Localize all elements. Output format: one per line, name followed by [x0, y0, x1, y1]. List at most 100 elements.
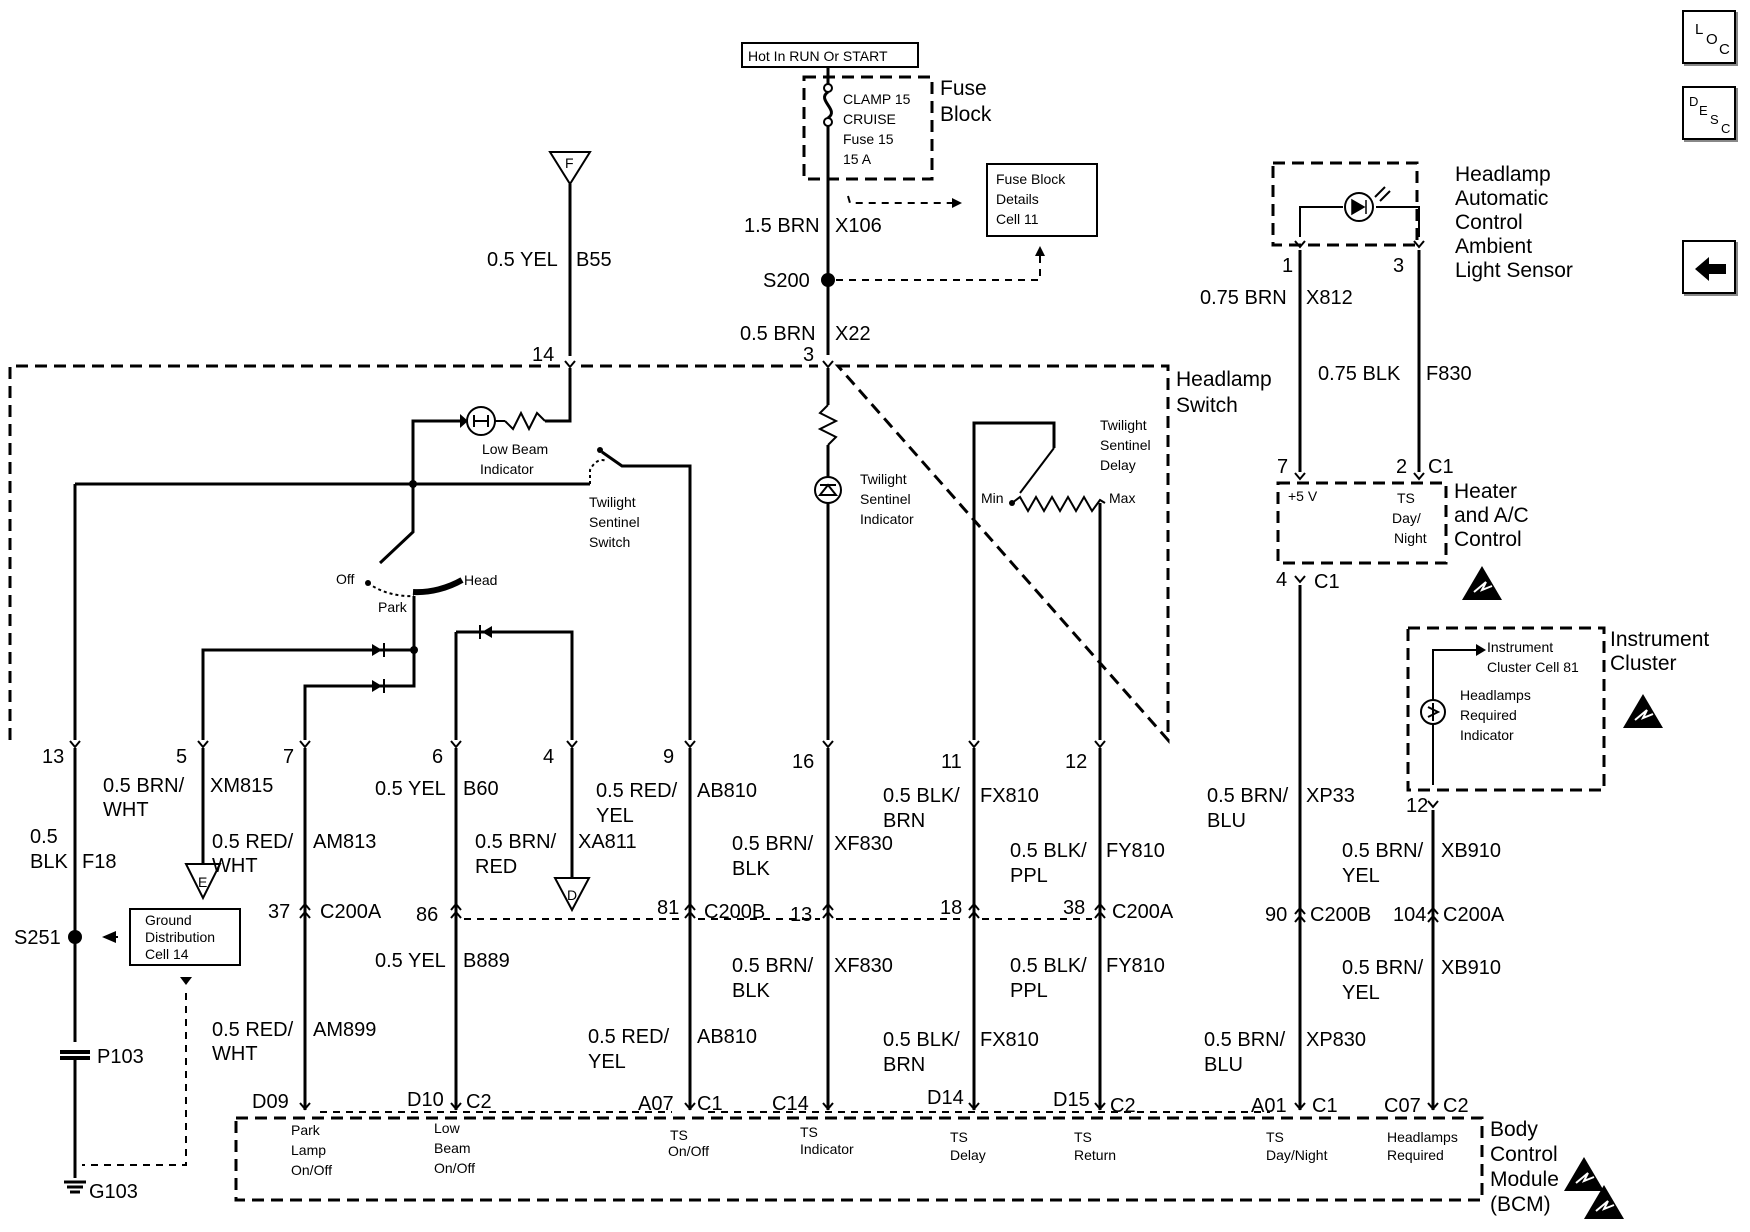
svg-text:Cluster: Cluster: [1610, 652, 1677, 675]
svg-text:WHT: WHT: [212, 855, 258, 877]
bcm-function-labels: Park Lamp On/Off Low Beam On/Off TS On/O…: [291, 1120, 1458, 1178]
wire-f830: 0.75 BLK F830: [1318, 363, 1472, 385]
twilight-sentinel-switch: Twilight Sentinel Switch: [589, 447, 692, 740]
svg-text:BLK: BLK: [732, 858, 770, 880]
wire-xf830: 0.5 BRN/ BLK XF830 0.5 BRN/ BLK XF830: [732, 748, 893, 1110]
ground-f: F: [548, 151, 592, 356]
svg-text:C2: C2: [466, 1091, 492, 1113]
svg-text:TS: TS: [950, 1129, 968, 1145]
svg-text:XB910: XB910: [1441, 957, 1501, 979]
svg-text:0.5 BLK/: 0.5 BLK/: [883, 1029, 960, 1051]
svg-text:13: 13: [790, 904, 812, 926]
low-beam-indicator: Low Beam Indicator: [411, 368, 572, 486]
svg-text:0.5 BRN: 0.5 BRN: [740, 323, 816, 345]
svg-text:Light Sensor: Light Sensor: [1455, 259, 1573, 282]
svg-text:Head: Head: [464, 572, 497, 588]
svg-text:Hot In RUN Or START: Hot In RUN Or START: [748, 48, 888, 64]
svg-text:Lamp: Lamp: [291, 1142, 326, 1158]
loc-button[interactable]: L O C: [1682, 10, 1736, 64]
svg-text:0.5: 0.5: [30, 826, 58, 848]
svg-text:Max: Max: [1109, 490, 1135, 506]
svg-text:0.5 BLK/: 0.5 BLK/: [1010, 955, 1087, 977]
wire-fx810: 0.5 BLK/ BRN FX810 0.5 BLK/ BRN FX810: [883, 748, 1039, 1110]
svg-text:C14: C14: [772, 1093, 809, 1115]
svg-text:B60: B60: [463, 778, 499, 800]
svg-text:and A/C: and A/C: [1454, 504, 1529, 527]
svg-text:Night: Night: [1394, 530, 1427, 546]
svg-text:Indicator: Indicator: [860, 511, 914, 527]
svg-text:14: 14: [532, 344, 554, 366]
svg-text:Required: Required: [1460, 707, 1517, 723]
svg-text:FX810: FX810: [980, 785, 1039, 807]
svg-text:1.5 BRN: 1.5 BRN: [744, 215, 820, 237]
svg-text:Module: Module: [1490, 1168, 1559, 1191]
svg-text:Sentinel: Sentinel: [589, 514, 640, 530]
svg-text:C1: C1: [1428, 456, 1454, 478]
svg-text:TS: TS: [1074, 1129, 1092, 1145]
svg-text:Ground: Ground: [145, 912, 192, 928]
svg-text:Required: Required: [1387, 1147, 1444, 1163]
switch-diode-network: [73, 484, 574, 740]
twilight-sentinel-indicator: Twilight Sentinel Indicator: [814, 368, 914, 740]
svg-text:TS: TS: [800, 1124, 818, 1140]
svg-text:Details: Details: [996, 191, 1039, 207]
svg-text:86: 86: [416, 904, 438, 926]
svg-text:Block: Block: [940, 103, 992, 126]
svg-text:+5 V: +5 V: [1288, 488, 1318, 504]
svg-text:D10: D10: [407, 1089, 444, 1111]
svg-text:BRN: BRN: [883, 1054, 925, 1076]
svg-text:(BCM): (BCM): [1490, 1193, 1551, 1216]
connector-p103: P103: [60, 1046, 144, 1178]
svg-text:BLU: BLU: [1207, 810, 1246, 832]
svg-text:37: 37: [268, 901, 290, 923]
svg-text:7: 7: [283, 746, 294, 768]
back-button[interactable]: [1682, 240, 1736, 294]
svg-text:XF830: XF830: [834, 955, 893, 977]
svg-text:0.5 YEL: 0.5 YEL: [375, 778, 446, 800]
svg-text:F: F: [565, 155, 574, 171]
ground-distribution-ref: Ground Distribution Cell 14: [82, 908, 241, 1166]
wire-xm815: 0.5 BRN/ WHT XM815: [103, 748, 273, 864]
svg-text:4: 4: [543, 746, 554, 768]
main-headlamp-knob: Off Park Head: [75, 480, 590, 688]
heater-ac-control: 7 2 C1 +5 V TS Day/ Night Heater and A/C…: [1276, 456, 1529, 1110]
svg-text:Switch: Switch: [589, 534, 630, 550]
svg-text:PPL: PPL: [1010, 980, 1048, 1002]
headlamp-switch: Headlamp Switch 14 3: [8, 344, 1272, 744]
svg-text:9: 9: [663, 746, 674, 768]
svg-text:S: S: [1710, 112, 1719, 127]
svg-text:Return: Return: [1074, 1147, 1116, 1163]
svg-text:D14: D14: [927, 1087, 964, 1109]
svg-text:5: 5: [176, 746, 187, 768]
svg-text:Twilight: Twilight: [1100, 417, 1147, 433]
svg-text:Switch: Switch: [1176, 394, 1238, 417]
svg-text:Heater: Heater: [1454, 480, 1517, 503]
svg-text:RED: RED: [475, 856, 517, 878]
wire-am899: 0.5 RED/ WHT AM899: [212, 1019, 376, 1065]
svg-text:BRN: BRN: [883, 810, 925, 832]
svg-text:Fuse 15: Fuse 15: [843, 131, 894, 147]
svg-text:0.5 BRN/: 0.5 BRN/: [1342, 957, 1424, 979]
svg-text:G103: G103: [89, 1181, 138, 1203]
wire-ab810: 0.5 RED/ YEL AB810 0.5 RED/ YEL AB810: [588, 748, 757, 1110]
svg-text:L: L: [1695, 21, 1703, 38]
svg-text:On/Off: On/Off: [434, 1160, 475, 1176]
svg-text:Sentinel: Sentinel: [860, 491, 911, 507]
svg-text:18: 18: [940, 897, 962, 919]
svg-text:On/Off: On/Off: [291, 1162, 332, 1178]
svg-text:FX810: FX810: [980, 1029, 1039, 1051]
desc-button[interactable]: D E S C: [1682, 86, 1736, 140]
wire-b889: 0.5 YEL B889: [375, 950, 510, 972]
svg-text:Off: Off: [336, 571, 355, 587]
svg-text:0.75 BLK: 0.75 BLK: [1318, 363, 1401, 385]
svg-text:D: D: [567, 887, 577, 903]
svg-text:BLK: BLK: [732, 980, 770, 1002]
svg-text:C: C: [1719, 41, 1730, 58]
svg-text:12: 12: [1406, 795, 1428, 817]
svg-text:C200B: C200B: [704, 901, 765, 923]
svg-text:F18: F18: [82, 851, 116, 873]
wire-xb910: 0.5 BRN/ YEL XB910 0.5 BRN/ YEL XB910: [1342, 840, 1501, 1004]
svg-text:Instrument: Instrument: [1610, 628, 1709, 651]
ambient-light-sensor: Headlamp Automatic Control Ambient Light…: [1271, 161, 1573, 472]
